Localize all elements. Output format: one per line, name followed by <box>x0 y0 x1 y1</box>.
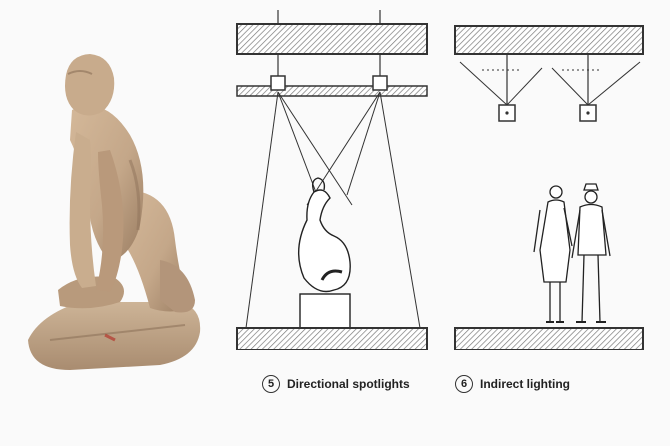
visitor-figures <box>534 184 610 322</box>
ceiling-slab <box>237 24 427 54</box>
lighting-track <box>237 86 427 96</box>
figure-number-6: 6 <box>455 375 473 393</box>
floor-slab <box>237 328 427 350</box>
directional-spotlights-diagram <box>237 10 427 350</box>
caption-indirect-lighting: 6 Indirect lighting <box>455 372 570 396</box>
spotlight-left <box>271 76 285 90</box>
figure-number-5: 5 <box>262 375 280 393</box>
caption-label: Directional spotlights <box>287 377 410 391</box>
lighting-diagrams <box>222 10 662 350</box>
spotlight-right <box>373 76 387 90</box>
kneeling-statue-image <box>10 40 215 390</box>
sculpture-object <box>299 178 351 328</box>
floor-slab-2 <box>455 328 643 350</box>
ceiling-slab-2 <box>455 26 643 54</box>
caption-label: Indirect lighting <box>480 377 570 391</box>
caption-directional-spotlights: 5 Directional spotlights <box>262 372 410 396</box>
indirect-lighting-diagram <box>455 26 643 350</box>
